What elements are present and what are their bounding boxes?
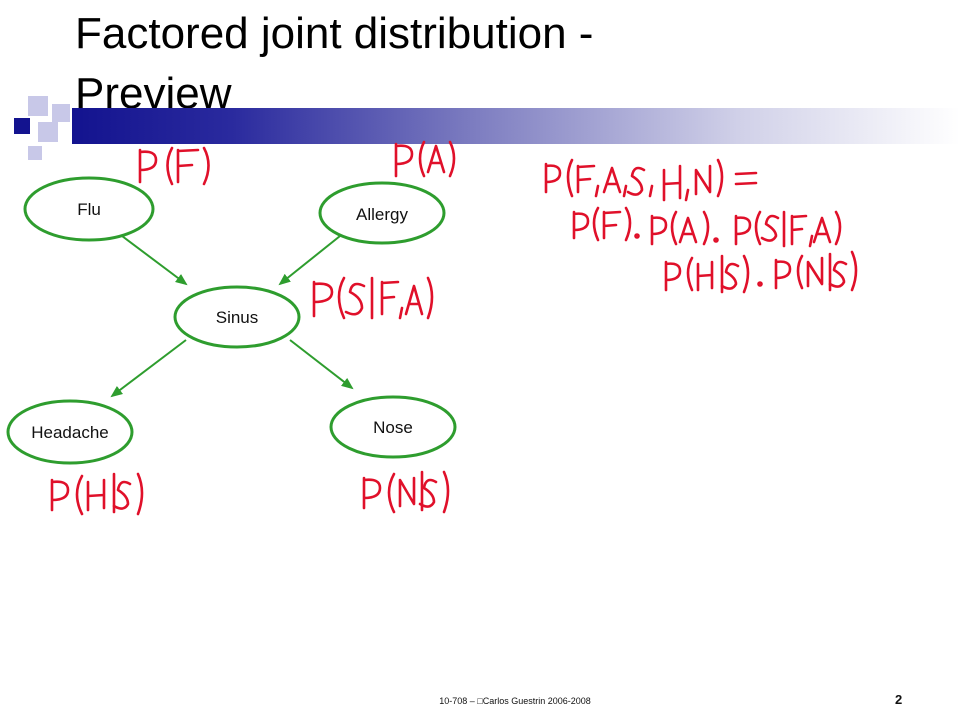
decor-square-2 — [52, 104, 70, 122]
page-number: 2 — [895, 692, 903, 707]
decor-square-4 — [38, 122, 58, 142]
node-nose-label: Nose — [373, 418, 413, 437]
edge-sinus-nose — [289, 339, 354, 390]
handwritten-p-h-given-s — [50, 472, 144, 516]
handwritten-joint-line1 — [544, 158, 758, 202]
handwritten-p-n-given-s — [362, 470, 450, 514]
handwritten-joint-line2 — [572, 206, 842, 248]
edge-flu-sinus — [121, 235, 188, 286]
handwritten-p-s-given-fa — [312, 276, 434, 320]
slide-title: Factored joint distribution - Preview — [75, 4, 593, 124]
node-headache: Headache — [6, 399, 134, 465]
footer-text: 10-708 – □Carlos Guestrin 2006-2008 — [439, 696, 591, 706]
node-sinus: Sinus — [173, 285, 301, 349]
handwritten-p-f — [138, 146, 210, 186]
node-flu: Flu — [23, 176, 155, 242]
node-flu-label: Flu — [77, 200, 101, 219]
node-sinus-label: Sinus — [216, 308, 259, 327]
handwritten-joint-line3 — [664, 250, 858, 294]
decor-square-5 — [28, 146, 42, 160]
edge-sinus-headache — [110, 339, 187, 398]
slide-footer: 10-708 – □Carlos Guestrin 2006-2008 — [0, 696, 960, 706]
decor-square-3 — [14, 118, 30, 134]
edge-allergy-sinus — [278, 235, 341, 286]
header-gradient-bar — [72, 108, 960, 144]
slide-title-line1: Factored joint distribution - — [75, 9, 594, 58]
node-nose: Nose — [329, 395, 457, 459]
node-allergy: Allergy — [318, 181, 446, 245]
node-headache-label: Headache — [31, 423, 109, 442]
decor-square-1 — [28, 96, 48, 116]
node-allergy-label: Allergy — [356, 205, 408, 224]
handwritten-p-a — [394, 140, 456, 178]
